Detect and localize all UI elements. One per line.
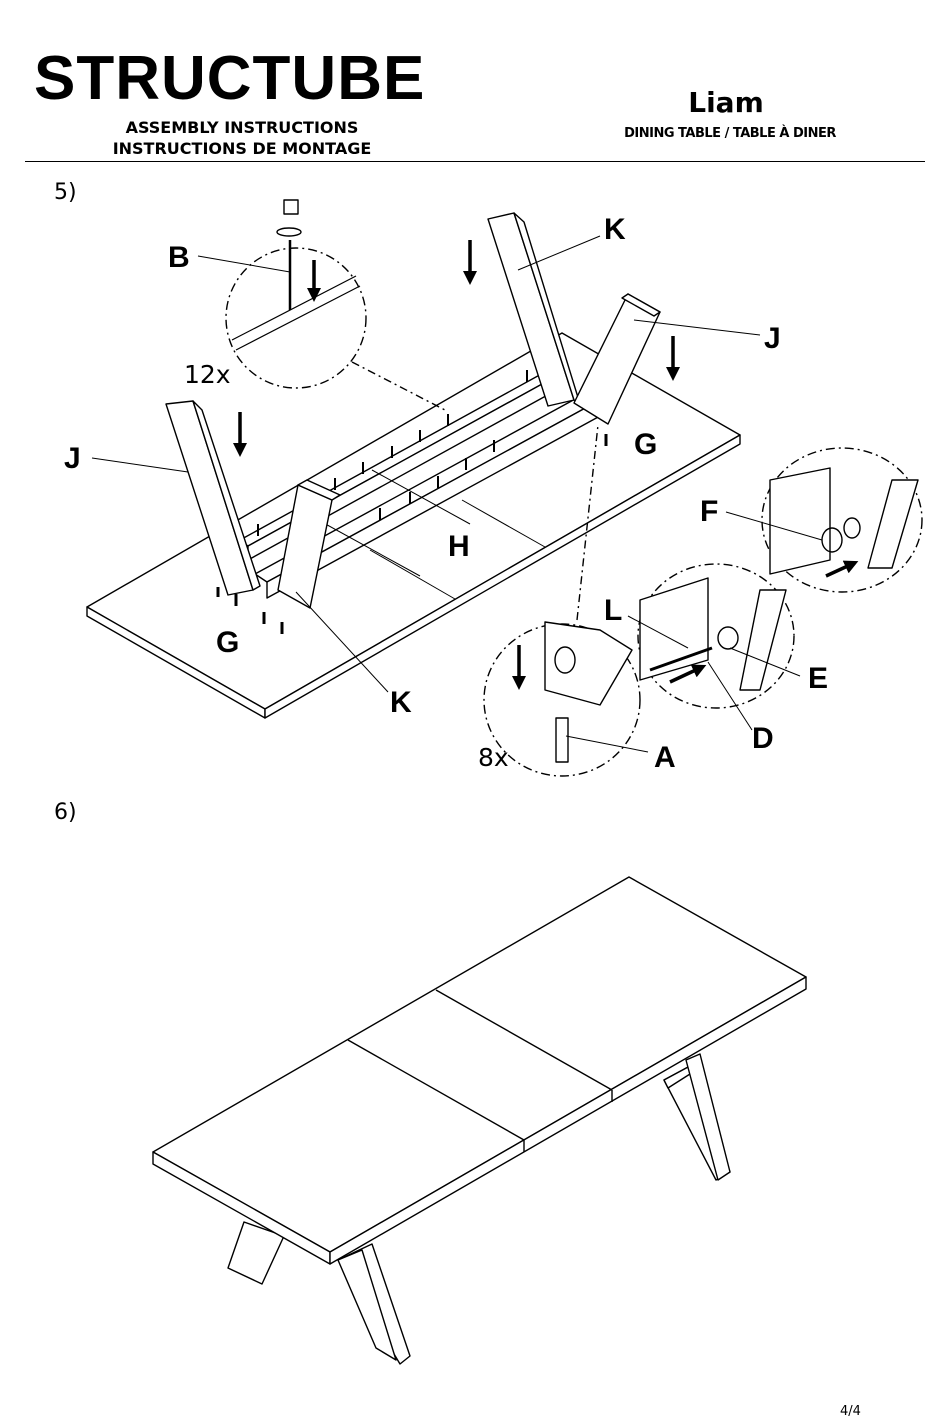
step-5-illustration: B K J J G F H L G E K D A 12x 8x: [64, 200, 922, 776]
label-j-right: J: [764, 322, 781, 355]
label-k-bottom: K: [390, 686, 412, 719]
detail-circle-screw: [226, 200, 445, 410]
detail-circle-cap: [762, 448, 922, 592]
label-e: E: [808, 662, 828, 695]
quantity-bolts: 8x: [478, 743, 509, 772]
leg-front-left: [338, 1244, 410, 1364]
label-j-left: J: [64, 442, 81, 475]
label-l: L: [604, 594, 622, 627]
label-a: A: [654, 741, 676, 774]
step-6-illustration: [153, 877, 806, 1364]
assembled-table-top: [153, 877, 806, 1264]
detail-circle-wrench: [638, 564, 794, 708]
page-number: 4/4: [840, 1404, 861, 1419]
label-g-right: G: [634, 428, 657, 461]
label-d: D: [752, 722, 774, 755]
label-b: B: [168, 241, 190, 274]
label-g-left: G: [216, 626, 239, 659]
label-k-top: K: [604, 213, 626, 246]
label-h: H: [448, 530, 470, 563]
quantity-screws: 12x: [184, 360, 231, 389]
label-f: F: [700, 495, 718, 528]
